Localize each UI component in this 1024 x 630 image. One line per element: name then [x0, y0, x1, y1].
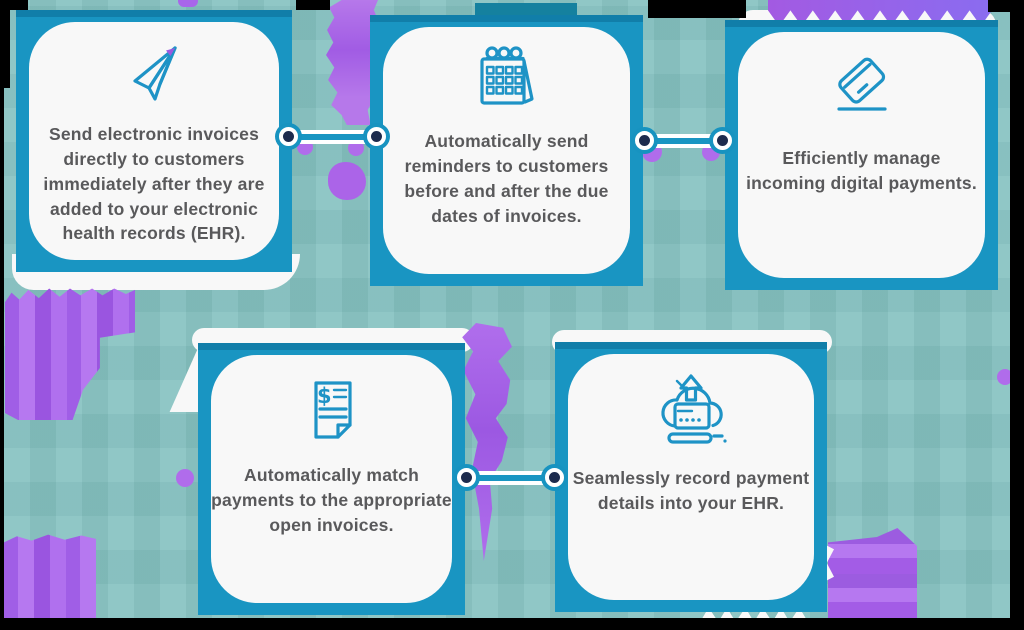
connector-node [545, 468, 564, 487]
frame-patch [296, 0, 330, 10]
step-card-3-body: Efficiently manage incoming digital paym… [738, 32, 985, 278]
purple-dot [997, 369, 1013, 385]
connector-node [279, 127, 298, 146]
connector-1-2 [283, 130, 379, 144]
purple-splatter-bottom-left [4, 534, 96, 618]
cloud-upload-icon [641, 368, 741, 452]
connector-2-3 [638, 134, 730, 148]
svg-text:$: $ [317, 384, 332, 408]
connector-node [367, 127, 386, 146]
frame-patch [648, 0, 746, 18]
step-card-5: Seamlessly record payment details into y… [555, 342, 827, 612]
step-text: Efficiently manage incoming digital paym… [746, 148, 977, 193]
step-text: Automatically match payments to the appr… [211, 465, 452, 535]
purple-dot [348, 140, 364, 156]
step-card-5-body: Seamlessly record payment details into y… [568, 354, 814, 600]
frame-edge [0, 618, 1024, 630]
step-card-1-body: Send electronic invoices directly to cus… [29, 22, 279, 260]
step-card-4: $ Automatically match payments to the ap… [198, 343, 465, 615]
purple-dot [176, 469, 194, 487]
step-card-1: Send electronic invoices directly to cus… [16, 10, 292, 272]
frame-edge [0, 0, 4, 630]
frame-patch [0, 0, 28, 10]
step-card-3: Efficiently manage incoming digital paym… [725, 20, 998, 290]
connector-node [713, 131, 732, 150]
step-card-2: Automatically send reminders to customer… [370, 15, 643, 286]
step-card-4-body: $ Automatically match payments to the ap… [211, 355, 452, 603]
frame-edge [1010, 0, 1024, 630]
connector-4-5 [462, 471, 560, 485]
step-card-2-body: Automatically send reminders to customer… [383, 27, 630, 274]
connector-node [635, 131, 654, 150]
purple-splatter-bottom-right [828, 528, 917, 618]
purple-splatter-top-middle [326, 0, 378, 125]
step-text: Send electronic invoices directly to cus… [43, 124, 265, 244]
teal-tab [475, 3, 577, 17]
calendar-icon [467, 43, 547, 119]
step-text: Seamlessly record payment details into y… [572, 468, 810, 513]
connector-node [457, 468, 476, 487]
step-text: Automatically send reminders to customer… [404, 131, 609, 226]
frame-patch [988, 0, 1010, 12]
invoice-document-icon: $ [292, 371, 372, 451]
paper-plane-icon [114, 36, 194, 114]
frame-patch [0, 0, 10, 88]
purple-blob [328, 162, 366, 200]
purple-chip [178, 0, 198, 7]
credit-card-icon [820, 50, 904, 130]
